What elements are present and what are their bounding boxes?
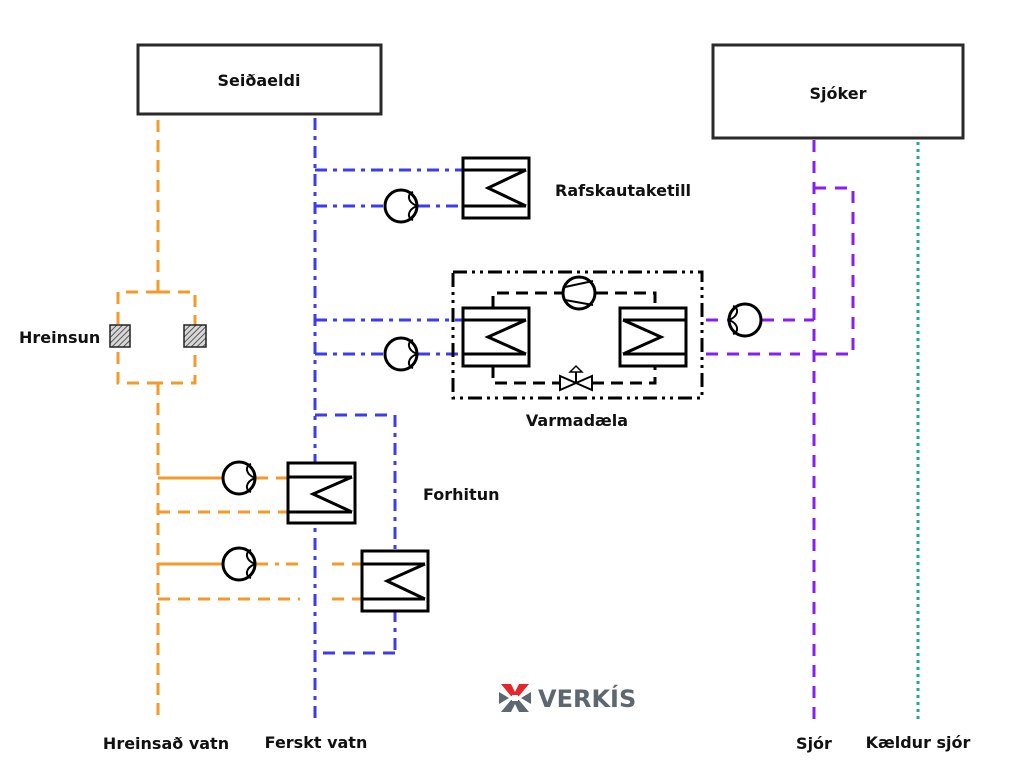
cleaning-label: Hreinsun <box>19 328 100 347</box>
legend-seawater: Sjór <box>796 734 832 753</box>
hatchery-label: Seiðaeldi <box>218 71 301 90</box>
verkis-logo-text: VERKÍS <box>538 684 636 713</box>
preheater-2 <box>360 549 430 613</box>
refrigerant-line-top-right <box>596 291 657 308</box>
refrigerant-line-bottom-left <box>491 366 560 385</box>
expansion-valve-icon <box>559 364 593 392</box>
pump-icon <box>383 188 419 224</box>
refrigerant-line-top-left <box>491 291 562 308</box>
verkis-star-icon <box>499 684 531 712</box>
filter-icon <box>109 324 131 348</box>
heat-exchanger-icon <box>461 156 531 220</box>
heat-pump-label: Varmadæla <box>526 411 628 430</box>
preheating-label: Forhitun <box>423 485 499 504</box>
sea-tank-label: Sjóker <box>810 84 867 103</box>
pump-icon <box>727 302 763 338</box>
hatchery-box: Seiðaeldi <box>136 43 383 116</box>
refrigerant-line-bottom-right <box>592 366 657 385</box>
verkis-logo: VERKÍS <box>499 684 636 713</box>
electric-boiler-label: Rafskautaketill <box>555 181 691 200</box>
pump-icon <box>221 460 257 496</box>
legend-cleaned-water: Hreinsað vatn <box>103 734 229 753</box>
heat-exchanger-icon <box>286 461 357 525</box>
fresh-water-lines <box>313 118 463 720</box>
legend-cold-seawater: Kældur sjór <box>866 733 971 752</box>
heat-pump-enclosure <box>451 270 704 400</box>
heat-exchanger-icon <box>618 306 688 368</box>
seawater-bypass-loop <box>814 186 855 356</box>
legend-fresh-water: Ferskt vatn <box>265 733 368 752</box>
heat-exchanger-icon <box>461 306 531 368</box>
electric-boiler: Rafskautaketill <box>461 156 691 220</box>
pump-icon <box>221 546 257 582</box>
pump-icon <box>383 336 419 372</box>
seawater-lines <box>706 140 855 720</box>
sea-tank-box: Sjóker <box>711 43 965 140</box>
filter-icon <box>183 324 207 348</box>
preheater-1 <box>286 461 357 525</box>
heat-exchanger-icon <box>360 549 430 613</box>
cleaned-water-lines <box>116 120 363 720</box>
compressor-icon <box>561 275 597 311</box>
heat-pump: Varmadæla <box>451 270 704 430</box>
